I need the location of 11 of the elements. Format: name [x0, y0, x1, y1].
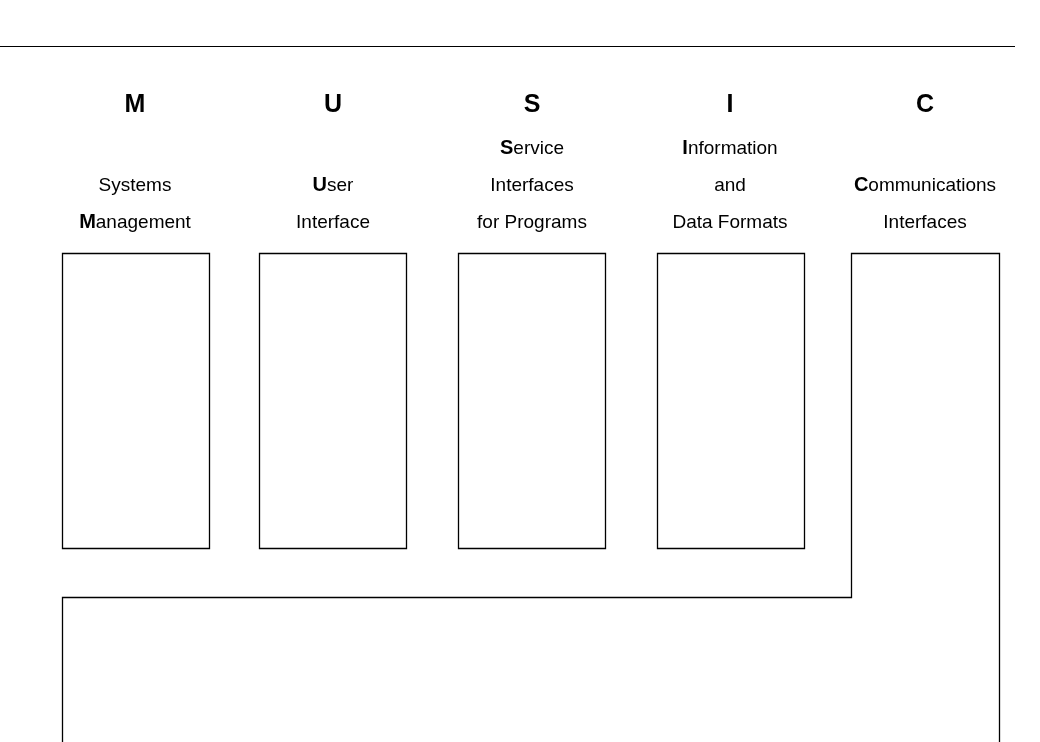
- column-heading: Communications Interfaces: [852, 172, 998, 234]
- column-letter: M: [123, 88, 147, 118]
- column-heading: Information and Data Formats: [671, 135, 789, 234]
- column-heading: Service Interfaces for Programs: [476, 135, 588, 234]
- column-box: [62, 253, 1001, 742]
- column-letter: I: [725, 88, 735, 118]
- column-heading: Systems Management: [78, 173, 192, 234]
- column-letter: S: [522, 88, 542, 118]
- column-letter: C: [914, 88, 936, 118]
- column-heading: User Interface: [295, 172, 371, 234]
- column-letter: U: [322, 88, 344, 118]
